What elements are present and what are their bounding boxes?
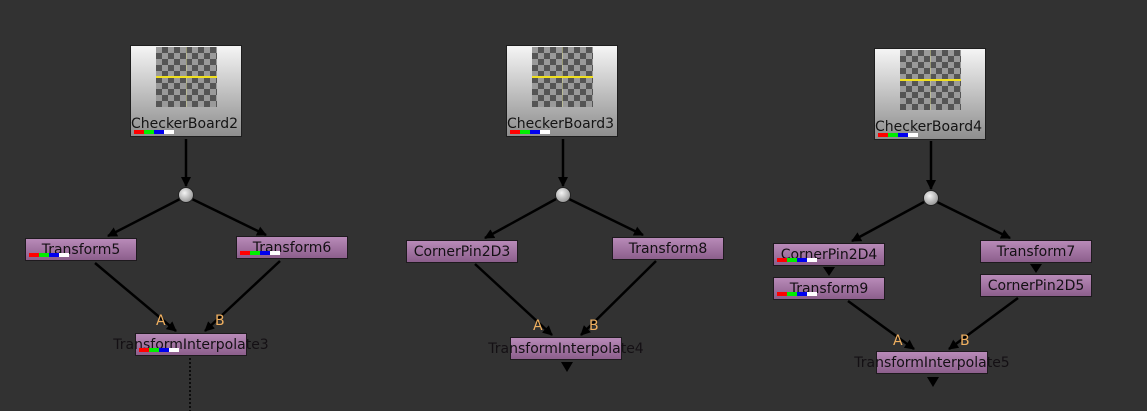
node-label: CheckerBoard4: [875, 119, 982, 135]
node-transform9[interactable]: Transform9: [773, 277, 885, 300]
node-cornerpin2d4[interactable]: CornerPin2D4: [773, 243, 885, 266]
node-cornerpin2d3[interactable]: CornerPin2D3: [406, 240, 518, 263]
input-a-label: A: [533, 318, 543, 334]
node-label: CheckerBoard3: [507, 116, 614, 132]
node-checkerboard4[interactable]: CheckerBoard4: [874, 48, 986, 140]
channel-indicator: [240, 251, 280, 255]
checkerboard-thumbnail: [156, 47, 217, 107]
node-label: TransformInterpolate5: [854, 355, 1010, 371]
node-transform5[interactable]: Transform5: [25, 238, 137, 261]
input-b-label: B: [960, 333, 970, 349]
channel-indicator: [29, 253, 69, 257]
channel-indicator: [134, 130, 174, 134]
node-transform8[interactable]: Transform8: [612, 237, 724, 260]
node-label: TransformInterpolate4: [488, 341, 644, 357]
checkerboard-thumbnail: [900, 50, 961, 110]
input-b-label: B: [589, 318, 599, 334]
node-label: Transform7: [996, 244, 1076, 260]
checkerboard-thumbnail: [532, 47, 593, 107]
dot-node[interactable]: [923, 190, 939, 206]
node-checkerboard2[interactable]: CheckerBoard2: [130, 45, 242, 137]
node-transforminterpolate3[interactable]: TransformInterpolate3: [113, 333, 269, 356]
channel-indicator: [777, 292, 817, 296]
node-transform7[interactable]: Transform7: [980, 240, 1092, 263]
node-transform6[interactable]: Transform6: [236, 236, 348, 259]
channel-indicator: [510, 130, 550, 134]
dot-node[interactable]: [555, 187, 571, 203]
channel-indicator: [139, 348, 179, 352]
node-transforminterpolate4[interactable]: TransformInterpolate4: [488, 337, 644, 360]
node-label: CheckerBoard2: [131, 116, 238, 132]
channel-indicator: [777, 258, 817, 262]
channel-indicator: [878, 133, 918, 137]
dot-node[interactable]: [178, 187, 194, 203]
node-label: TransformInterpolate3: [113, 337, 269, 353]
input-b-label: B: [215, 313, 225, 329]
input-a-label: A: [156, 313, 166, 329]
node-label: Transform8: [628, 241, 708, 257]
node-label: CornerPin2D5: [987, 278, 1085, 294]
input-a-label: A: [893, 333, 903, 349]
node-transforminterpolate5[interactable]: TransformInterpolate5: [854, 351, 1010, 374]
node-checkerboard3[interactable]: CheckerBoard3: [506, 45, 618, 137]
node-cornerpin2d5[interactable]: CornerPin2D5: [980, 274, 1092, 297]
node-label: CornerPin2D3: [413, 244, 511, 260]
